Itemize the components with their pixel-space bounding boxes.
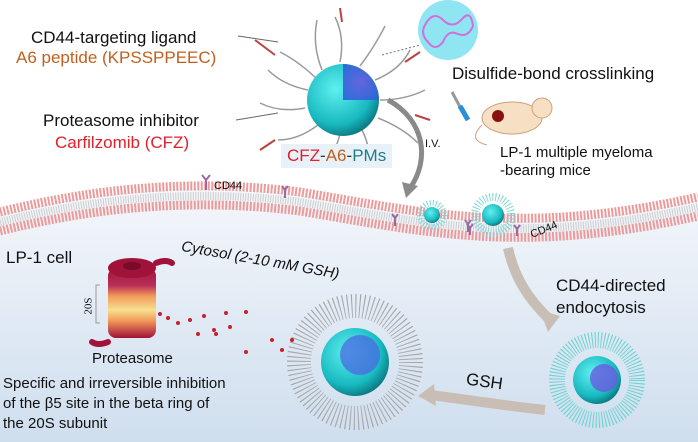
subunit-label: 20S — [82, 297, 95, 315]
mouse-illustration — [475, 97, 553, 146]
endocytosis-label-line2: endocytosis — [556, 298, 646, 317]
cd44-label-top: CD44 — [214, 180, 243, 192]
proteasome-label: Proteasome — [92, 350, 173, 367]
formulation-label: CFZ-A6-PMs — [281, 144, 393, 168]
micelle-small-1 — [417, 200, 447, 230]
formulation-a6: A6 — [325, 146, 347, 165]
formulation-dash: - — [320, 146, 326, 165]
crosslink-label: Disulfide-bond crosslinking — [452, 64, 655, 83]
inhibition-line3: the 20S subunit — [3, 415, 108, 432]
gsh-arrow[interactable] — [429, 390, 546, 415]
ligand-leader — [237, 35, 279, 43]
syringe-icon — [450, 91, 471, 122]
inhibition-line1: Specific and irreversible inhibition — [3, 375, 226, 392]
mice-label-line2: -bearing mice — [500, 162, 591, 179]
endocytosis-label-line1: CD44-directed — [556, 276, 666, 295]
released-cfz-dots — [158, 310, 294, 354]
ligand-title: CD44-targeting ligand — [31, 28, 197, 47]
micelle-large-top — [254, 7, 431, 166]
cell-label: LP-1 cell — [6, 248, 73, 267]
ligand-name: A6 peptide (KPSSPPEEC) — [16, 48, 217, 67]
micelle-endocytosed — [549, 332, 645, 428]
mice-label-line1: LP-1 multiple myeloma — [500, 144, 653, 161]
inhibitor-title: Proteasome inhibitor — [43, 111, 199, 130]
micelle-small-2 — [471, 193, 515, 237]
inhibitor-name: Carfilzomib (CFZ) — [55, 133, 190, 152]
cell-membrane — [0, 181, 698, 242]
formulation-dash: - — [346, 146, 353, 165]
cd44-receptors — [201, 174, 521, 236]
proteasome-illustration — [89, 258, 175, 347]
endocytosis-arrowhead — [540, 310, 560, 332]
inhibition-line2: of the β5 site in the beta ring of — [3, 395, 210, 412]
micelle-released — [287, 294, 423, 430]
crosslink-illustration — [381, 0, 478, 60]
iv-label: I.V. — [425, 138, 441, 150]
iv-arrow[interactable] — [386, 97, 425, 190]
formulation-pms: PMs — [352, 146, 387, 165]
inhibitor-leader — [235, 112, 279, 121]
formulation-cfz: CFZ — [287, 146, 321, 165]
gsh-arrowhead — [418, 384, 436, 406]
iv-arrowhead — [402, 182, 418, 198]
